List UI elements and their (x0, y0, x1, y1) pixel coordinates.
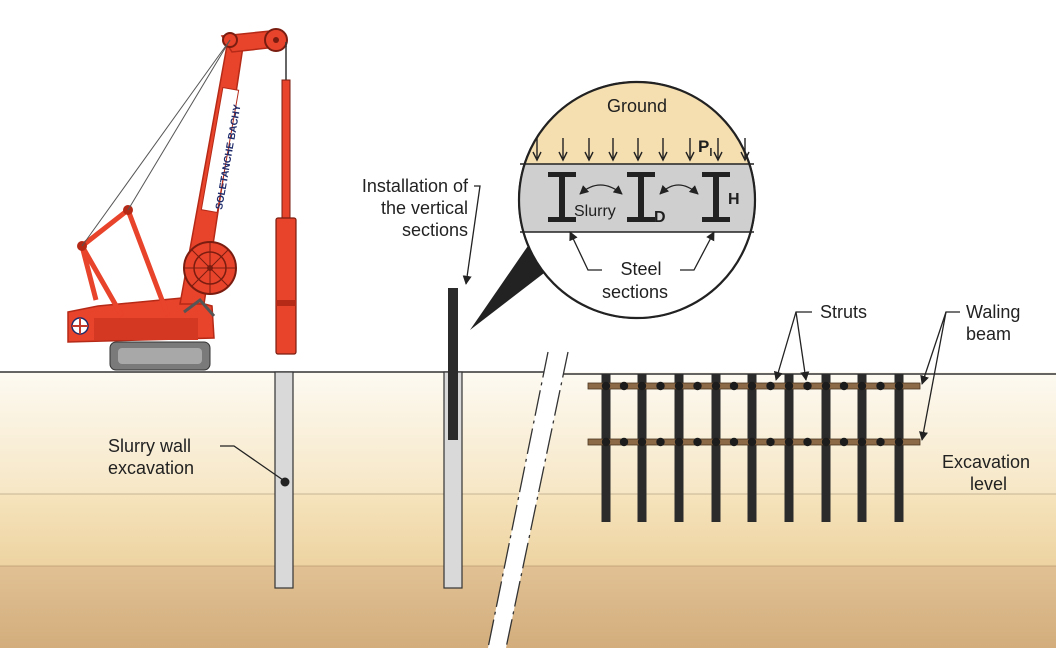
strut-node-dot (803, 381, 812, 391)
excavation-label-line-2: level (970, 474, 1007, 494)
inset-load-symbol: P (698, 137, 709, 156)
strut-connection-dot (674, 437, 684, 447)
steel-strut-5 (747, 374, 757, 522)
install-label-line-1: Installation of (362, 176, 469, 196)
strut-node-dot (876, 381, 885, 391)
strut-node-dot (876, 437, 885, 447)
section-break-lines (487, 351, 569, 648)
load-arrow-head (633, 151, 643, 162)
strut-connection-dot (674, 381, 684, 391)
strut-connection-dot (601, 381, 611, 391)
steel-strut-6 (784, 374, 794, 522)
slurry-wall-pointer (220, 445, 284, 481)
steel-strut-2 (637, 374, 647, 522)
strut-connection-dot (711, 437, 721, 447)
strut-node-dot (619, 437, 629, 447)
inset-height-label: H (728, 191, 740, 208)
inset-steel-label-1: Steel (620, 259, 661, 279)
struts-pointer-branch (795, 311, 810, 381)
strut-connection-dot (601, 437, 611, 447)
callouts: Installation of the vertical sections Sl… (108, 176, 1030, 494)
strut-connection-dot (784, 437, 794, 447)
load-arrow-head (658, 151, 668, 162)
strut-connection-dot (637, 381, 647, 391)
load-arrow-head (584, 151, 594, 162)
install-label-line-2: the vertical (381, 198, 468, 218)
strut-node-dot (839, 381, 849, 391)
spacing-arrow-left (579, 184, 623, 195)
strut-connection-dot (784, 381, 794, 391)
steel-strut-8 (857, 374, 867, 522)
load-arrow-head (532, 151, 542, 162)
install-pointer (462, 185, 481, 285)
steel-strut-4 (711, 374, 721, 522)
strut-connection-dot (747, 381, 757, 391)
strut-node-dot (693, 381, 702, 391)
strut-node-dot (803, 437, 812, 447)
struts-label: Struts (820, 302, 867, 322)
steel-pointer-right (680, 231, 715, 271)
load-arrow-head (740, 151, 750, 162)
inset-spacing-label: D (654, 209, 666, 226)
load-arrow-head (685, 151, 695, 162)
slurry-trench-left (274, 371, 294, 589)
strut-connection-dot (821, 381, 831, 391)
i-beam-left (548, 172, 576, 222)
load-arrow-head (558, 151, 568, 162)
strut-node-dot (766, 437, 775, 447)
i-beam-middle (627, 172, 655, 222)
slurry-wall-label-line-2: excavation (108, 458, 194, 478)
ground-layer-deep (0, 566, 1056, 648)
steel-strut-1 (601, 374, 611, 522)
inset-ground-label: Ground (607, 96, 667, 116)
strut-node-dot (619, 381, 629, 391)
strut-connection-dot (637, 437, 647, 447)
strut-connection-dot (857, 437, 867, 447)
load-arrows (532, 138, 750, 162)
strut-connection-dot (857, 381, 867, 391)
steel-strut-7 (821, 374, 831, 522)
steel-strut-3 (674, 374, 684, 522)
steel-pointer-left (569, 231, 602, 271)
inset-steel-label-2: sections (602, 282, 668, 302)
strut-connection-dot (894, 381, 904, 391)
slurry-wall-label-line-1: Slurry wall (108, 436, 191, 456)
load-arrow-head (713, 151, 723, 162)
load-arrow-head (608, 151, 618, 162)
strut-connection-dot (894, 437, 904, 447)
strut-connection-dot (711, 381, 721, 391)
i-beam-right (702, 172, 730, 222)
inset-slurry-label: Slurry (574, 203, 616, 220)
inset-load-subscript: l (709, 147, 712, 159)
slurry-trench-middle (443, 288, 463, 589)
strut-wall (587, 374, 921, 522)
detail-inset: Ground Pl Slurry D H Steel sections (470, 80, 757, 330)
waling-label-line-1: Waling (966, 302, 1020, 322)
crane: SOLETANCHE BACHY (67, 28, 297, 371)
strut-connection-dot (747, 437, 757, 447)
strut-node-dot (839, 437, 849, 447)
strut-node-dot (656, 381, 665, 391)
strut-node-dot (693, 437, 702, 447)
vertical-steel-section (448, 288, 458, 440)
strut-node-dot (766, 381, 775, 391)
waling-pointer-branch (919, 311, 947, 441)
strut-node-dot (656, 437, 665, 447)
strut-node-dot (729, 437, 739, 447)
waling-label-line-2: beam (966, 324, 1011, 344)
install-label-line-3: sections (402, 220, 468, 240)
spacing-arrow-right (659, 184, 699, 195)
struts-pointer-stem (773, 311, 812, 381)
excavation-label-line-1: Excavation (942, 452, 1030, 472)
steel-strut-9 (894, 374, 904, 522)
strut-node-dot (729, 381, 739, 391)
strut-connection-dot (821, 437, 831, 447)
inset-load-label: Pl (698, 137, 712, 159)
